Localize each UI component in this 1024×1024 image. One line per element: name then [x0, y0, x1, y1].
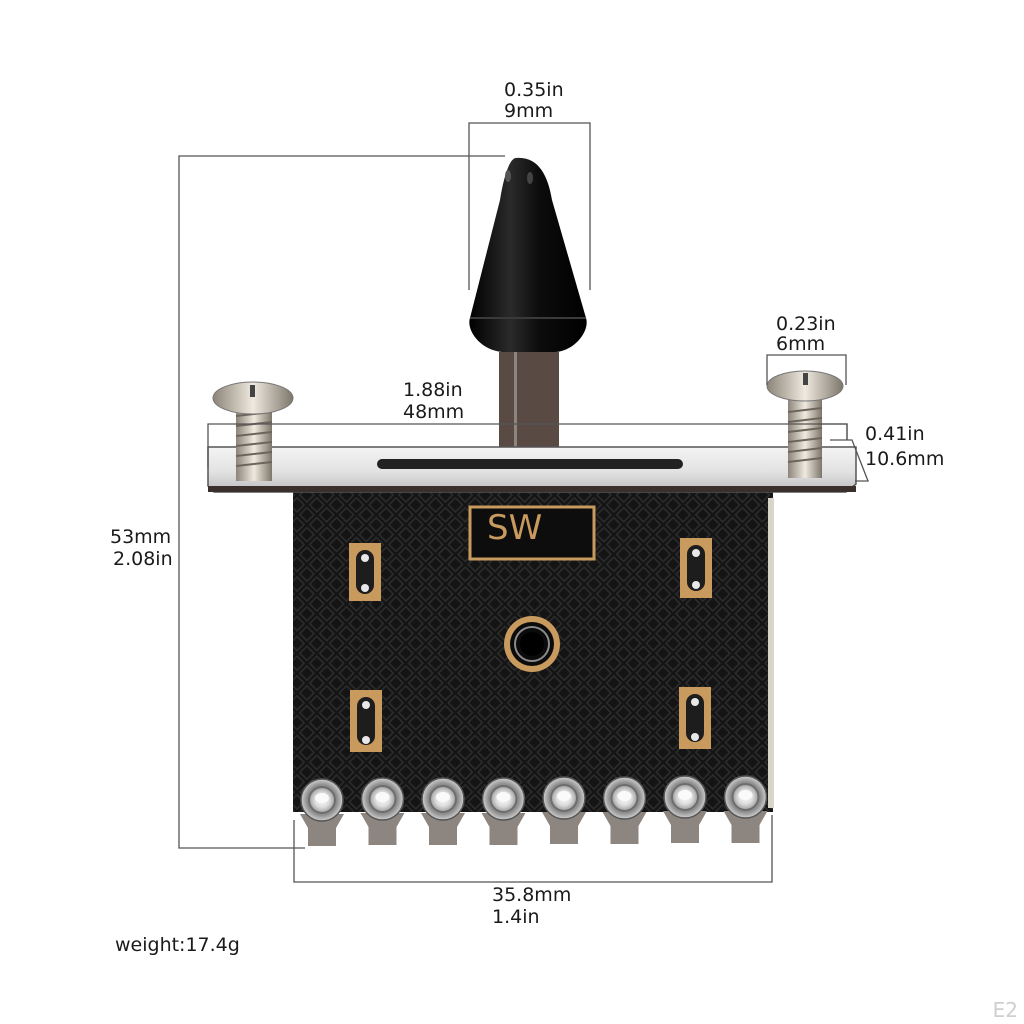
board-width-in: 1.4in — [492, 906, 540, 928]
left-screw — [212, 381, 294, 481]
right-screw — [766, 370, 844, 478]
plate-length-mm: 48mm — [403, 401, 465, 423]
plate-height-mm: 10.6mm — [865, 448, 945, 470]
knob-width-in: 0.35in — [504, 79, 564, 101]
knob — [469, 157, 587, 352]
board-width-mm: 35.8mm — [492, 884, 572, 906]
circuit-board — [293, 492, 774, 812]
plate-height-in: 0.41in — [865, 423, 925, 445]
total-height-in: 2.08in — [113, 548, 173, 570]
terminal-row — [300, 775, 769, 846]
screw-head-in: 0.23in — [776, 313, 836, 335]
switch-label: SW — [487, 508, 543, 548]
plate-length-in: 1.88in — [403, 379, 463, 401]
mounting-plate — [207, 446, 857, 493]
screw-head-mm: 6mm — [776, 333, 826, 355]
dimension-lines — [178, 122, 869, 883]
total-height-mm: 53mm — [110, 526, 172, 548]
watermark: E2 — [992, 998, 1018, 1022]
weight-label: weight:17.4g — [115, 934, 240, 956]
knob-width-mm: 9mm — [504, 100, 554, 122]
